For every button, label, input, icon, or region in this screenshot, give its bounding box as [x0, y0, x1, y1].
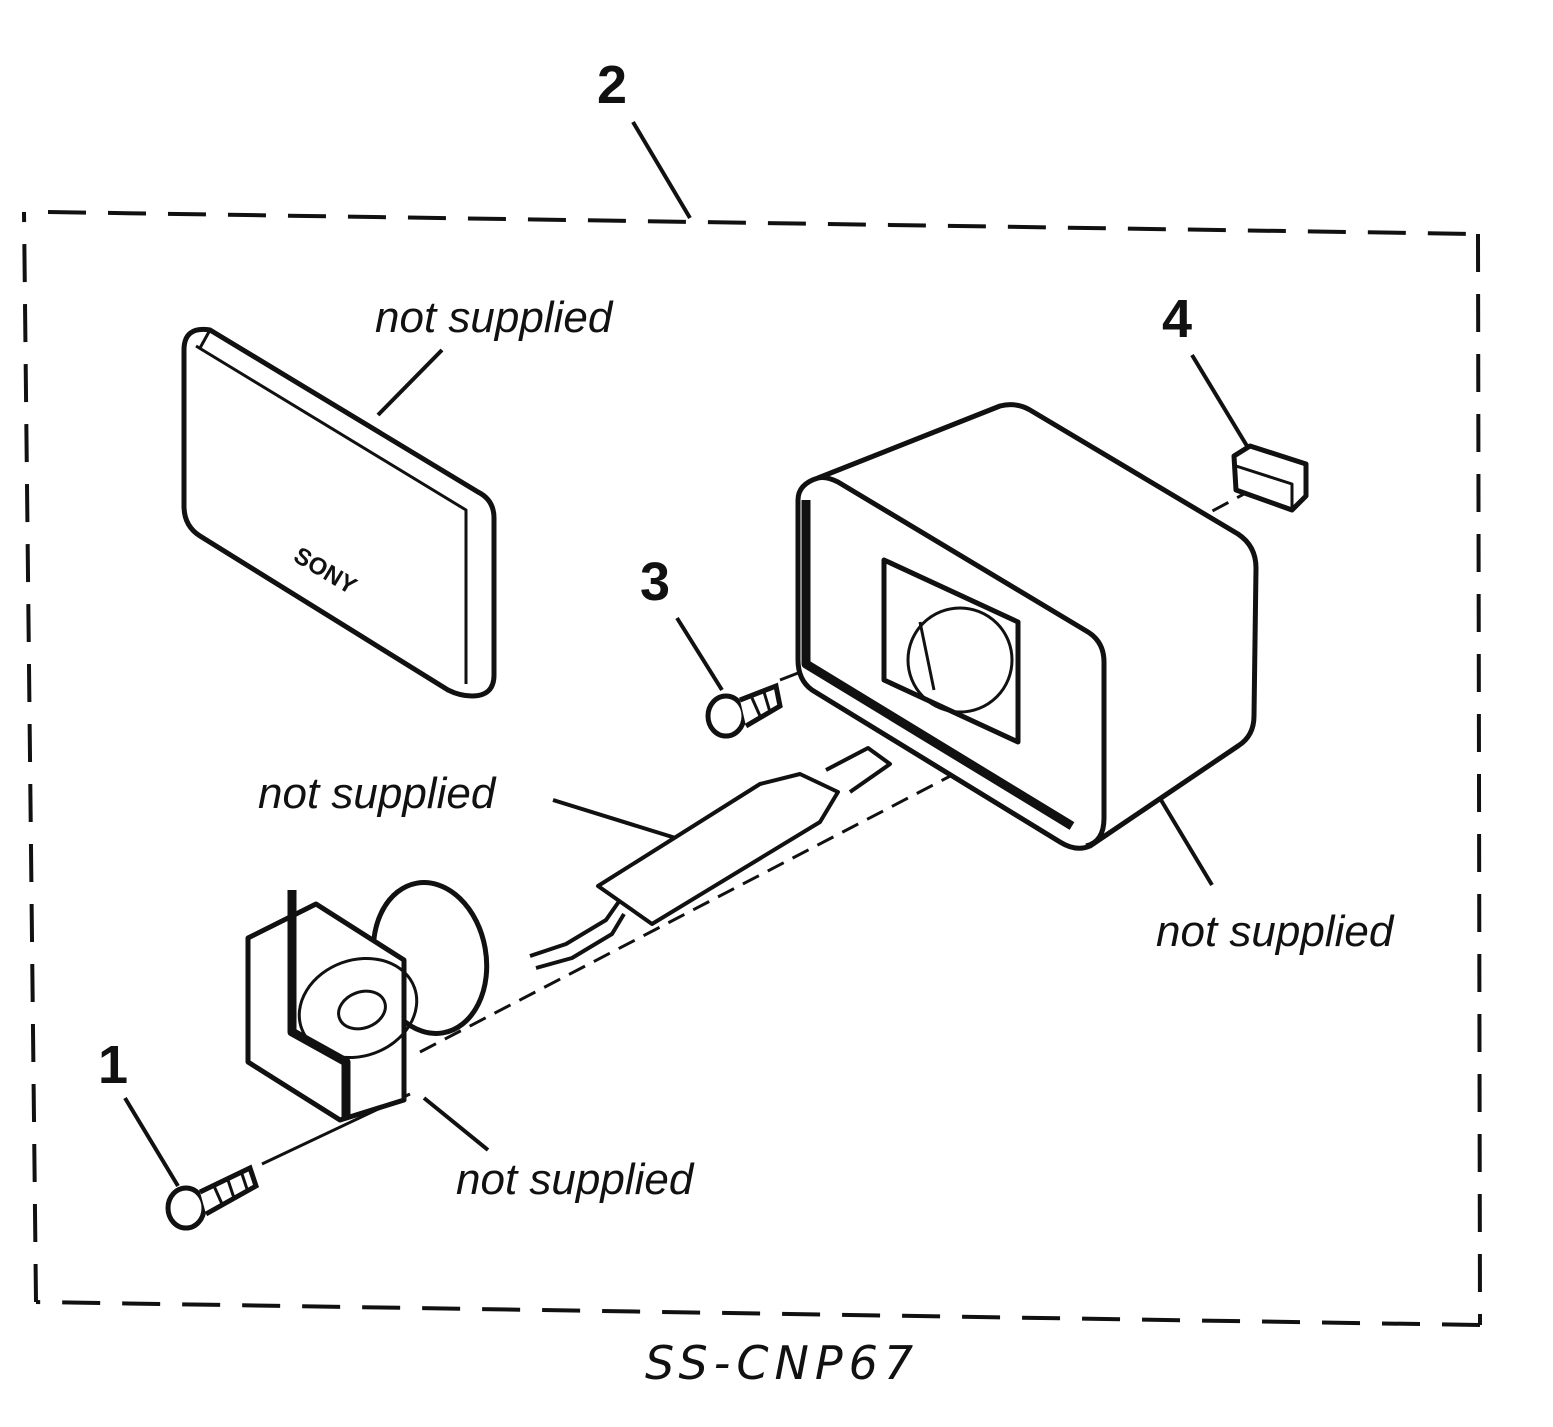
leader-driver-note — [422, 1096, 490, 1152]
note-cord: not supplied — [258, 769, 496, 818]
leader-grille-note — [376, 348, 444, 417]
leader-3 — [675, 616, 724, 692]
callout-3: 3 — [640, 552, 671, 612]
part-1-screw — [165, 1164, 260, 1231]
part-3-screw — [705, 682, 783, 739]
note-driver: not supplied — [456, 1155, 694, 1204]
assembly-boundary — [22, 210, 1482, 1327]
note-enclosure: not supplied — [1156, 907, 1394, 956]
speaker-driver — [245, 880, 490, 1123]
model-label: SS-CNP67 — [645, 1336, 920, 1390]
leader-lines — [123, 120, 1249, 1188]
front-grille: SONY — [181, 326, 497, 699]
leader-4 — [1190, 353, 1249, 448]
callout-4: 4 — [1162, 289, 1193, 349]
leader-cord-note — [552, 798, 683, 842]
speaker-enclosure — [795, 402, 1259, 851]
part-4-connector — [1231, 443, 1309, 513]
callout-1: 1 — [98, 1035, 129, 1095]
leader-1 — [123, 1096, 180, 1188]
callout-2: 2 — [597, 55, 628, 115]
leader-enclosure-note — [1153, 788, 1214, 887]
speaker-cord — [529, 746, 892, 970]
leader-2 — [631, 120, 692, 220]
note-grille: not supplied — [375, 293, 613, 342]
